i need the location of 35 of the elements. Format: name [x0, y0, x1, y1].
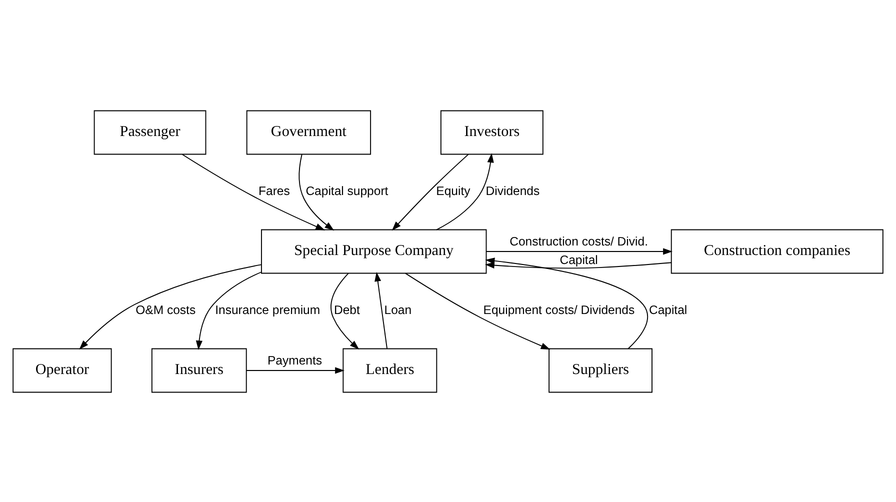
arrow — [404, 272, 550, 350]
edge-label: Capital support — [306, 184, 388, 198]
arrow — [298, 154, 334, 230]
arrow — [330, 272, 360, 349]
edge-label: Capital — [648, 302, 688, 317]
edge-label: Fares — [258, 184, 290, 198]
node-box: Passenger — [94, 110, 206, 154]
edge-label: Dividends — [486, 184, 540, 198]
edge-label: Insurance premium — [215, 302, 320, 317]
arrow — [486, 248, 673, 254]
node-box: Government — [246, 110, 372, 154]
edge-label: Debt — [334, 302, 360, 317]
arrow — [246, 366, 345, 374]
node-box: Construction companies — [670, 228, 884, 274]
arrow — [392, 153, 469, 230]
edge-label: Construction costs/ Divid. — [510, 234, 648, 248]
node-box: Special Purpose Company — [261, 228, 487, 274]
arrow — [79, 264, 262, 350]
arrow — [436, 152, 494, 230]
edge-label: Capital — [560, 252, 598, 267]
arrow — [374, 271, 388, 348]
edge-label: O&M costs — [136, 302, 196, 317]
edge-label: Loan — [384, 302, 412, 317]
node-box: Suppliers — [548, 348, 652, 392]
edge-label: Equity — [436, 184, 470, 198]
arrow — [196, 271, 262, 350]
node-box: Investors — [440, 110, 544, 154]
edge-label: Equipment costs/ Dividends — [483, 302, 635, 317]
edge-label: Payments — [267, 352, 322, 367]
node-box: Operator — [12, 348, 112, 392]
node-box: Insurers — [151, 348, 247, 392]
arrow — [484, 261, 672, 268]
node-box: Lenders — [342, 348, 438, 392]
arrow — [485, 257, 648, 349]
arrow — [182, 154, 326, 230]
